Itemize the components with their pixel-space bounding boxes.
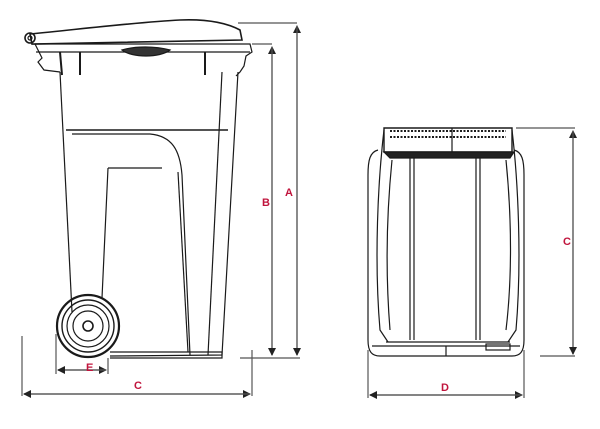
dimension-label-e: E: [86, 362, 94, 374]
front-view: [367, 127, 525, 357]
dimension-label-b: B: [262, 197, 270, 209]
side-view: [24, 19, 253, 359]
front-dimension-lines: [367, 127, 577, 399]
dimension-label-d: D: [441, 382, 449, 394]
dimension-label-c-front: C: [563, 236, 571, 248]
dimension-label-a: A: [285, 187, 293, 199]
dimension-label-c-side: C: [134, 380, 142, 392]
side-dimension-lines: [21, 22, 301, 398]
